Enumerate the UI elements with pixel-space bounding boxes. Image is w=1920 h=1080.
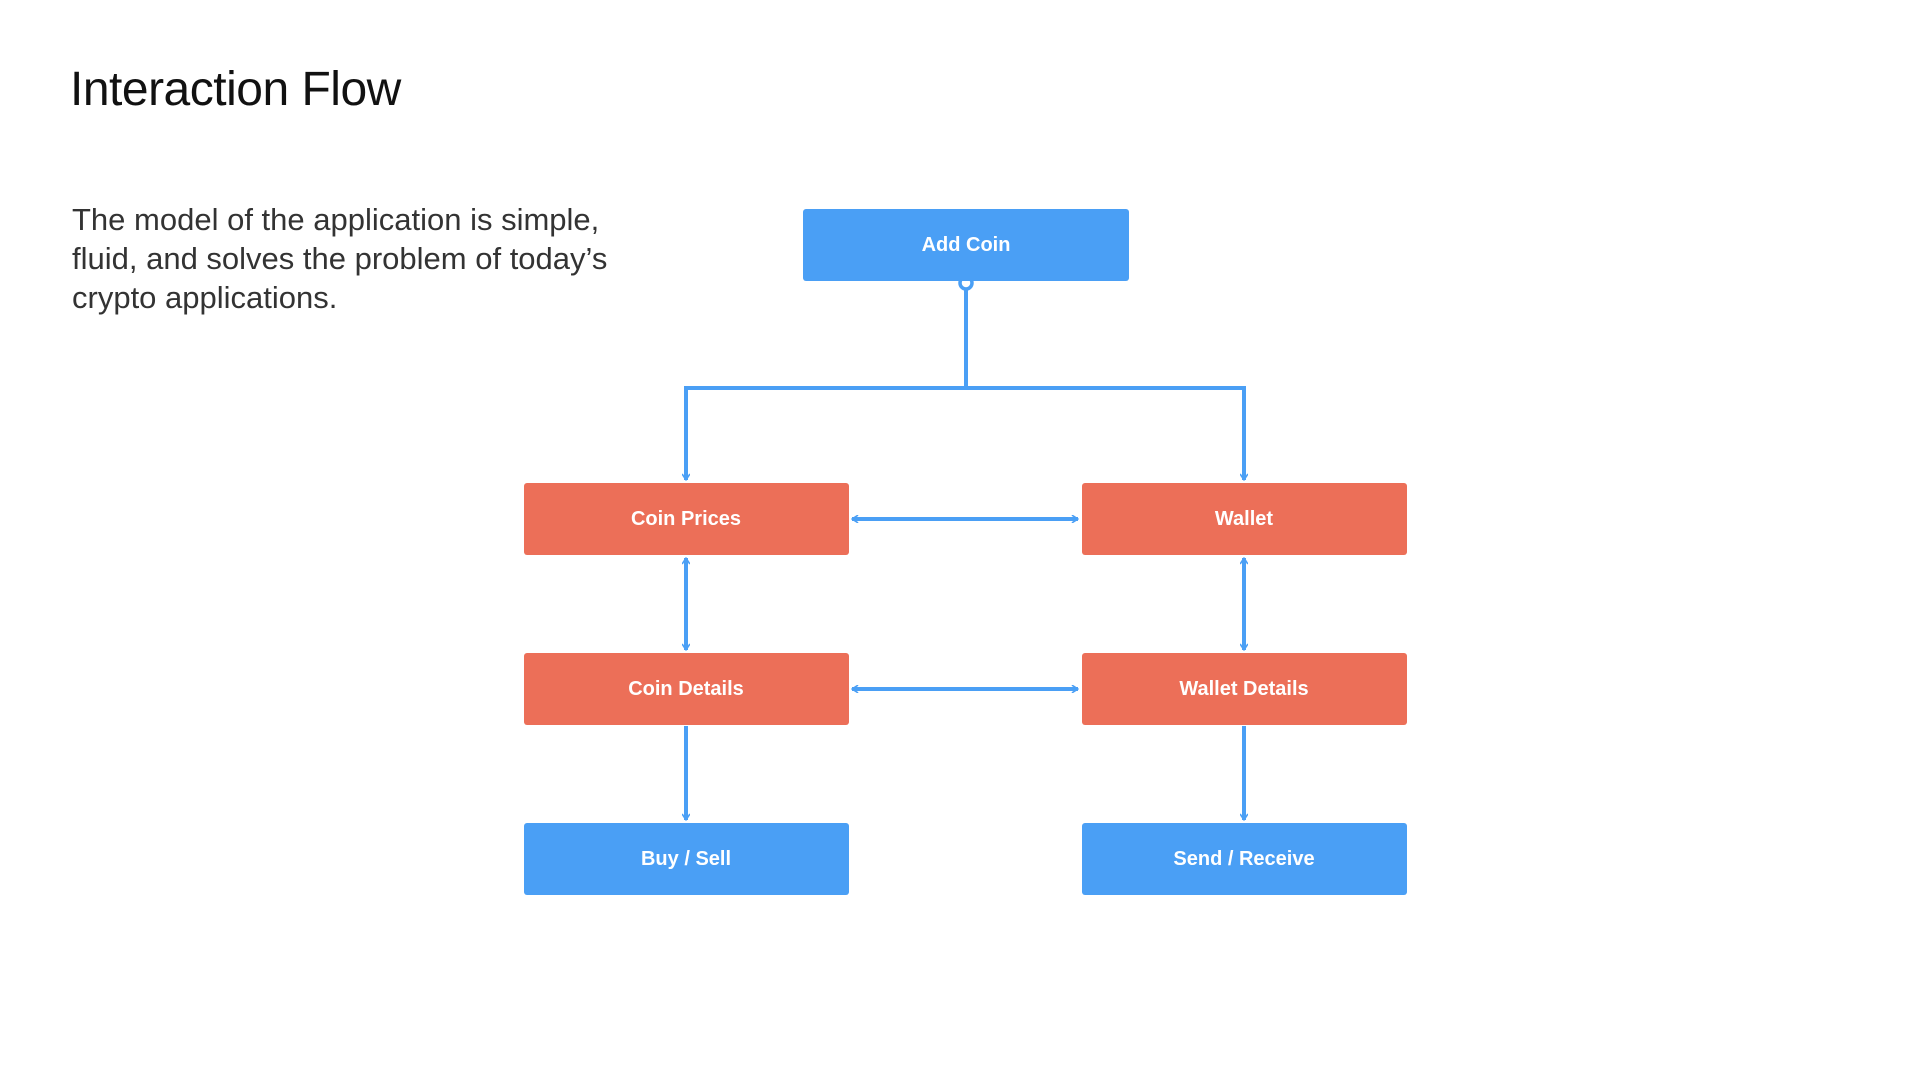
page-title: Interaction Flow bbox=[70, 63, 401, 116]
description-line: crypto applications. bbox=[72, 280, 338, 315]
node-label: Wallet bbox=[1215, 508, 1273, 530]
node-wallet[interactable]: Wallet bbox=[1082, 483, 1407, 555]
node-label: Wallet Details bbox=[1179, 678, 1308, 700]
connector-branch-to-coin-prices bbox=[686, 386, 966, 480]
connectors bbox=[686, 275, 1244, 820]
node-label: Send / Receive bbox=[1173, 848, 1314, 870]
node-label: Buy / Sell bbox=[641, 848, 731, 870]
node-add-coin[interactable]: Add Coin bbox=[803, 209, 1129, 281]
node-buy-sell[interactable]: Buy / Sell bbox=[524, 823, 849, 895]
node-wallet-details[interactable]: Wallet Details bbox=[1082, 653, 1407, 725]
node-coin-details[interactable]: Coin Details bbox=[524, 653, 849, 725]
description: The model of the application is simple, … bbox=[72, 200, 652, 317]
description-line: fluid, and solves the problem of today’s bbox=[72, 241, 608, 276]
node-label: Add Coin bbox=[922, 234, 1011, 256]
connector-branch-to-wallet bbox=[966, 386, 1244, 480]
description-line: The model of the application is simple, bbox=[72, 202, 600, 237]
node-send-receive[interactable]: Send / Receive bbox=[1082, 823, 1407, 895]
node-coin-prices[interactable]: Coin Prices bbox=[524, 483, 849, 555]
node-label: Coin Prices bbox=[631, 508, 741, 530]
node-label: Coin Details bbox=[628, 678, 744, 700]
